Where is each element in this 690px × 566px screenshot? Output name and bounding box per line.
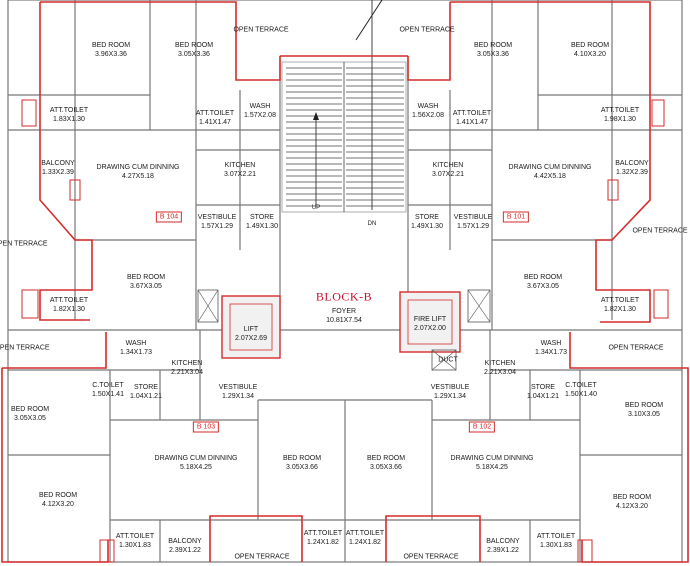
room-label: OPEN TERRACE xyxy=(608,344,664,352)
window-markers xyxy=(21,99,669,563)
stair-up-label: UP xyxy=(311,205,321,211)
flat-tag-b104: B 104 xyxy=(155,211,183,223)
room-label: OPEN TERRACE xyxy=(632,227,688,235)
flat-tag-b102: B 102 xyxy=(468,421,496,433)
flat-tag-b103: B 103 xyxy=(192,421,220,433)
room-label: OPEN TERRACE xyxy=(403,553,459,561)
walls xyxy=(7,0,683,563)
room-label: OPEN TERRACE xyxy=(0,240,48,248)
staircase xyxy=(281,0,407,213)
lift-shafts xyxy=(197,289,491,371)
room-label: OPEN TERRACE xyxy=(234,553,290,561)
room-label: OPEN TERRACE xyxy=(399,26,455,34)
room-label: OPEN TERRACE xyxy=(0,344,50,352)
room-label: DUCT xyxy=(438,356,458,364)
stair-down-label: DN xyxy=(367,221,377,227)
flat-tag-b101: B 101 xyxy=(502,211,530,223)
room-label: OPEN TERRACE xyxy=(233,26,289,34)
block-title: BLOCK-B xyxy=(315,289,373,304)
